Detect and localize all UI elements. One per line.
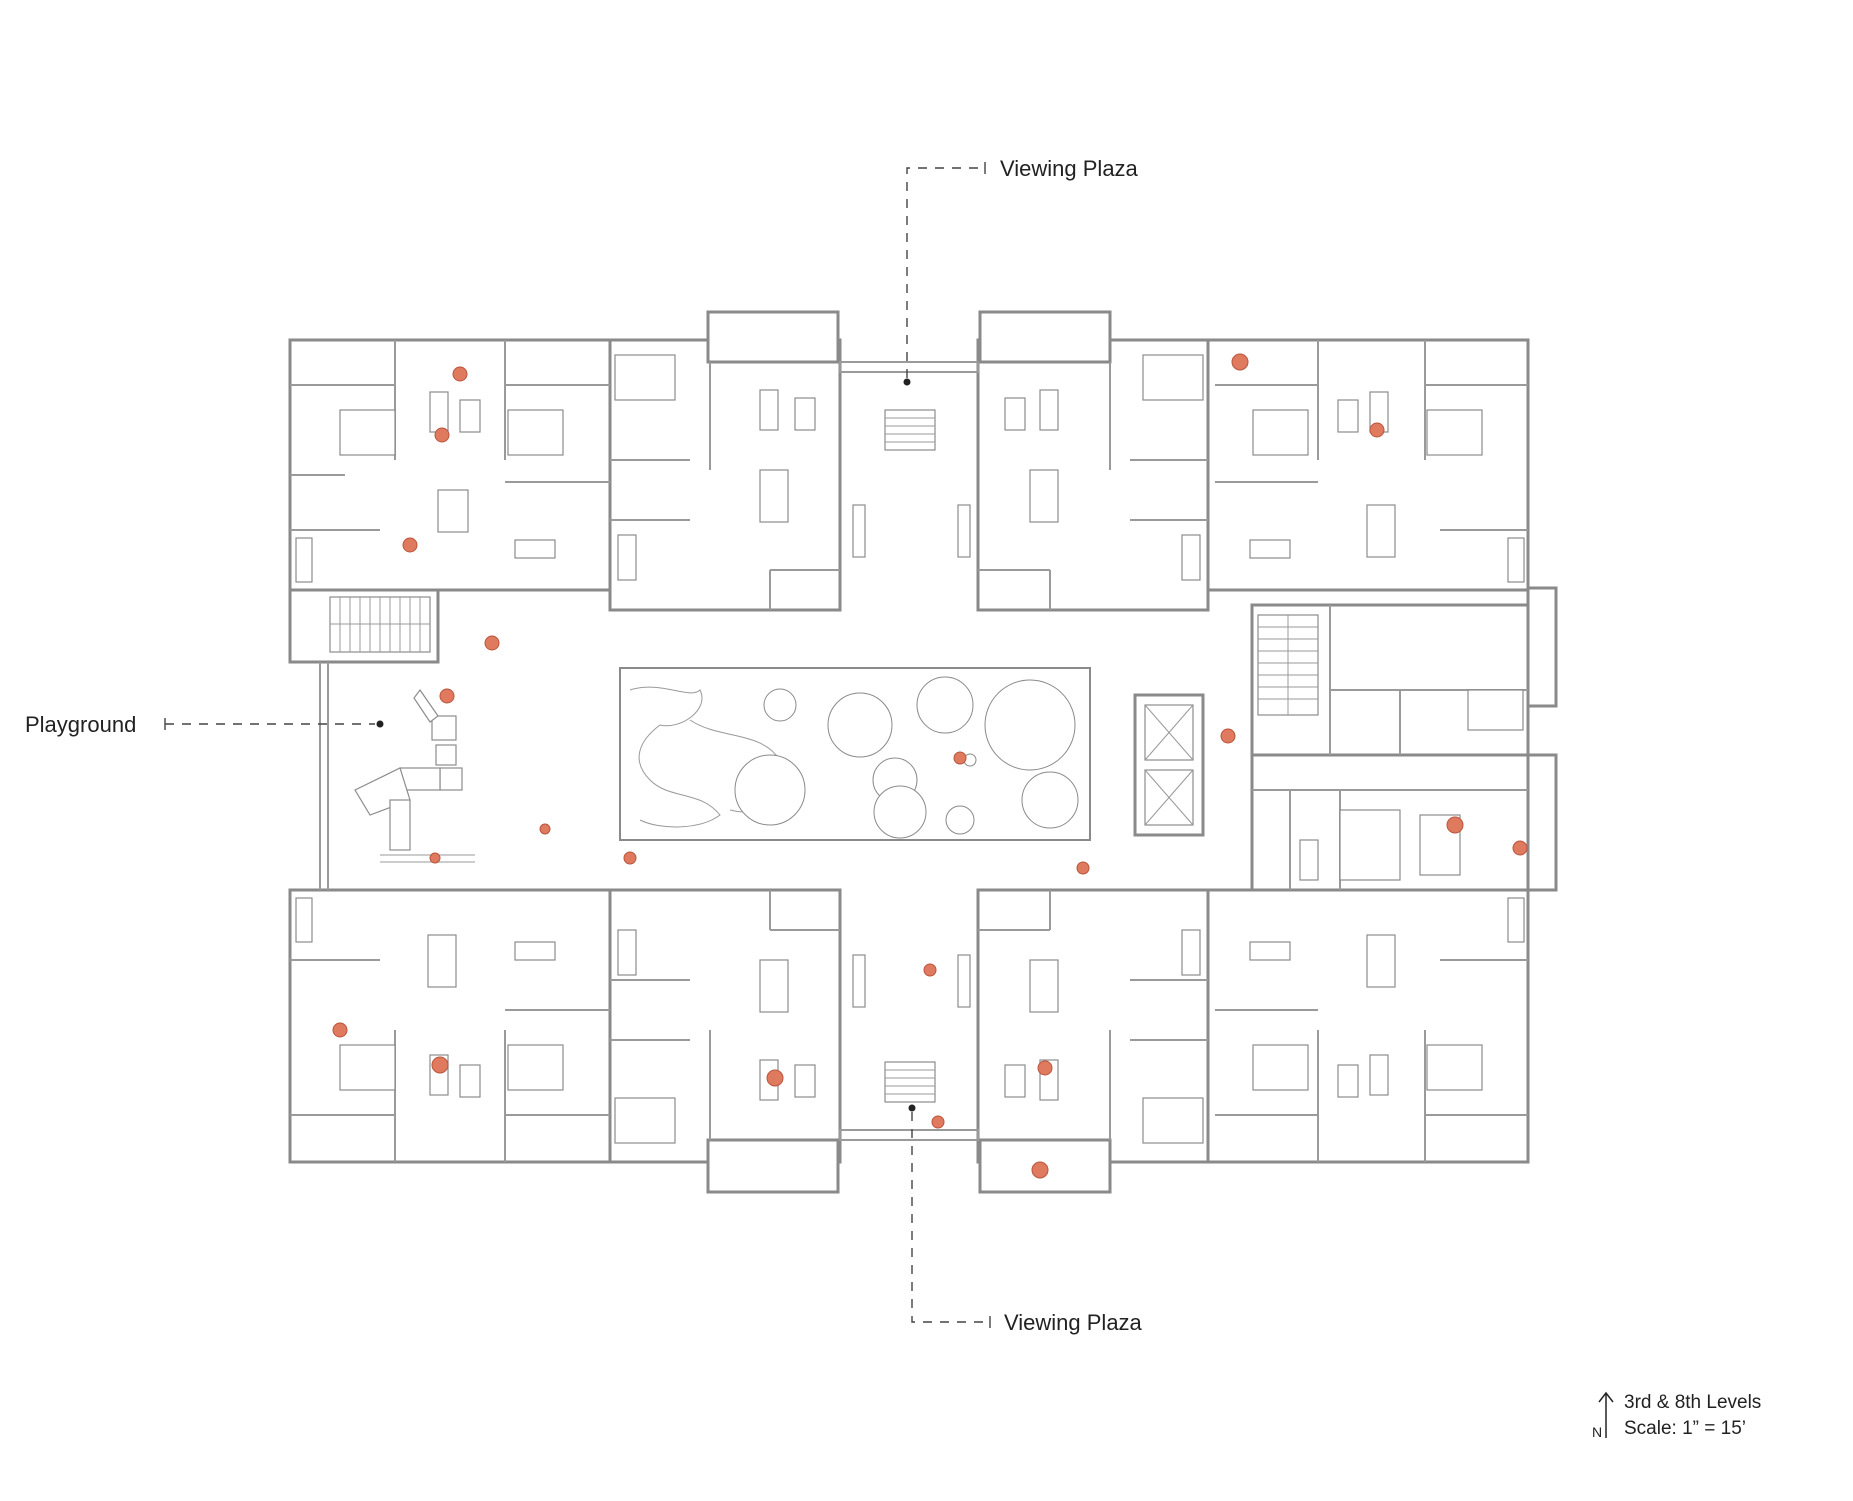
balcony-ne: [978, 310, 1112, 364]
tree-icon: [984, 679, 1076, 771]
person-icon: [429, 852, 441, 864]
person-icon: [539, 823, 551, 835]
bed-icon: [339, 409, 396, 456]
label-viewing-plaza-top: Viewing Plaza: [1000, 156, 1139, 181]
tree-icon: [1021, 771, 1079, 829]
person-icon: [1369, 422, 1385, 438]
slide-icon: [354, 688, 475, 863]
sofa-icon: [759, 389, 779, 431]
bed-icon: [1142, 1097, 1204, 1144]
balcony-sw: [706, 1138, 840, 1194]
bed-icon: [1252, 1044, 1309, 1091]
person-icon: [953, 751, 967, 765]
person-icon: [1031, 1161, 1049, 1179]
bed-icon: [1467, 689, 1524, 731]
bed-icon: [1142, 354, 1204, 401]
tree-icon: [945, 805, 975, 835]
person-icon: [484, 635, 500, 651]
bed-icon: [614, 354, 676, 401]
bed-icon: [339, 1044, 396, 1091]
sofa-icon: [1039, 389, 1059, 431]
unit-se-1: [1206, 888, 1530, 1164]
sofa-icon: [429, 391, 449, 433]
bed-icon: [507, 409, 564, 456]
central-garden: [619, 667, 1091, 841]
person-icon: [1220, 728, 1236, 744]
bed-icon: [1426, 409, 1483, 456]
bench-icon: [884, 409, 936, 451]
interior-partitions: [290, 340, 1528, 1162]
scale-text: Scale: 1” = 15’: [1624, 1418, 1746, 1439]
north-arrow-icon: [1598, 1391, 1614, 1438]
north-walkway: [839, 361, 979, 373]
person-icon: [1446, 816, 1464, 834]
balcony-east-2: [1526, 753, 1558, 892]
label-viewing-plaza-bottom: Viewing Plaza: [1004, 1310, 1143, 1335]
tree-icon: [734, 754, 806, 826]
tree-icon: [916, 676, 974, 734]
person-icon: [439, 688, 455, 704]
bed-icon: [507, 1044, 564, 1091]
person-icon: [434, 427, 450, 443]
legend: N 3rd & 8th Levels Scale: 1” = 15’: [1592, 1391, 1761, 1440]
bed-icon: [1339, 809, 1401, 881]
person-icon: [1037, 1060, 1053, 1076]
level-text: 3rd & 8th Levels: [1624, 1392, 1761, 1413]
person-icon: [1231, 353, 1249, 371]
bed-icon: [614, 1097, 676, 1144]
unit-nw-1: [288, 338, 612, 592]
north-letter: N: [1592, 1424, 1602, 1440]
sofa-icon: [1369, 1054, 1389, 1096]
bench-icon: [884, 1061, 936, 1103]
person-icon: [1512, 840, 1528, 856]
south-walkway: [839, 1129, 979, 1141]
balcony-nw: [706, 310, 840, 364]
tree-icon: [873, 785, 927, 839]
person-icon: [452, 366, 468, 382]
person-icon: [431, 1056, 449, 1074]
person-icon: [931, 1115, 945, 1129]
bed-icon: [1252, 409, 1309, 456]
bed-icon: [1426, 1044, 1483, 1091]
person-icon: [332, 1022, 348, 1038]
person-icon: [923, 963, 937, 977]
person-icon: [623, 851, 637, 865]
tree-icon: [763, 688, 797, 722]
person-icon: [1076, 861, 1090, 875]
leader-viewing-plaza-bottom: [911, 1112, 990, 1323]
balcony-east-1: [1526, 586, 1558, 708]
stair-icon: [329, 596, 1319, 716]
annotations: Viewing Plaza Viewing Plaza Playground: [25, 156, 1143, 1335]
person-icon: [402, 537, 418, 553]
label-playground: Playground: [25, 712, 136, 737]
furniture: [295, 354, 1525, 1144]
leader-viewing-plaza-top: [906, 167, 985, 378]
elevator-core: [1133, 693, 1205, 837]
person-icon: [766, 1069, 784, 1087]
tree-icon: [827, 692, 893, 758]
people: [332, 353, 1528, 1179]
